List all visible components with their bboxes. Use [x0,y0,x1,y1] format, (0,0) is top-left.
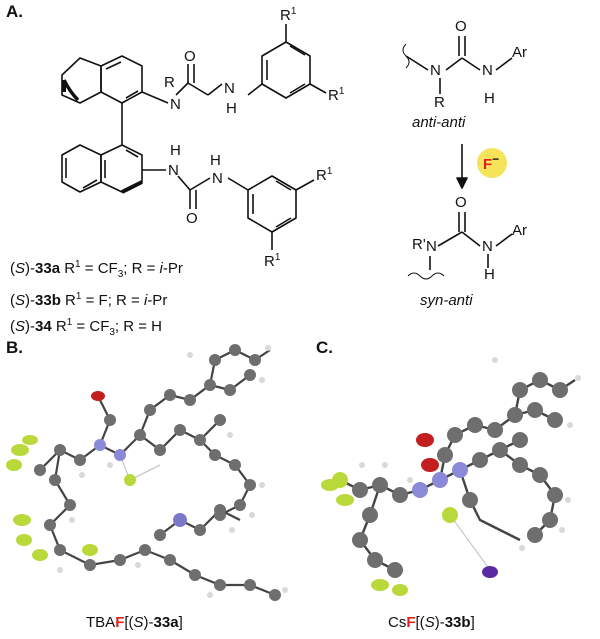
upper-aryl-ring [261,41,311,99]
atom-r1-lower-bottom: R1 [264,252,281,270]
panel-b-crystal-structure [6,344,288,601]
panel-c-crystal-structure [321,357,581,596]
compound-34: (S)-34 R1 = CF3; R = H [10,317,163,338]
conformer-syn-anti: syn-anti [420,292,473,309]
atom-n-syn: N [426,238,437,255]
compound-33b: (S)-33b R1 = F; R = i-Pr [10,291,168,309]
atoms-c [321,372,568,596]
atom-n-upper: N [170,96,181,113]
cesium-atom [482,566,498,578]
atom-ar-anti: Ar [512,44,527,61]
atom-h-upper: H [226,100,237,117]
panel-a-label: A. [6,2,23,21]
atom-o-syn: O [455,194,467,211]
lower-aryl-ring [247,175,297,233]
panel-b-caption: TBAF[(S)-33a] [86,614,183,631]
atom-n-lower-2: N [212,170,223,187]
fluoride-atom-b [124,474,136,486]
atom-r-anti: R [434,94,445,111]
atom-n-syn-2: N [482,238,493,255]
atom-n-anti: N [430,62,441,79]
compound-legend: (S)-33a R1 = CF3; R = i-Pr (S)-33b R1 = … [10,254,183,344]
panel-a-structures [61,24,513,280]
panel-c-caption: CsF[(S)-33b] [388,614,475,631]
atom-o-anti: O [455,18,467,35]
atom-n-upper-2: N [224,80,235,97]
atom-r1-right: R1 [328,86,345,104]
atom-r1-lower-right: R1 [316,166,333,184]
atom-n-lower: N [168,162,179,179]
atom-ar-syn: Ar [512,222,527,239]
atom-n-anti-2: N [482,62,493,79]
atom-r-upper: R [164,74,175,91]
lower-naphthalene-left-ring [61,144,102,193]
panel-b-label: B. [6,338,23,357]
atom-h-anti: H [484,90,495,107]
conformer-anti-anti: anti-anti [412,114,466,131]
fluoride-label: F− [483,152,500,173]
atom-o-upper: O [184,48,196,65]
panel-c-label: C. [316,338,333,357]
atom-o-lower: O [186,210,198,227]
atoms-b [6,344,281,601]
compound-33a: (S)-33a R1 = CF3; R = i-Pr [10,259,183,280]
atom-h-lower: H [170,142,181,159]
atom-r1-top: R1 [280,6,297,24]
atom-h-lower-2: H [210,152,221,169]
atom-h-syn: H [484,266,495,283]
atom-rp-syn: R' [412,236,426,253]
fluoride-atom-c [442,507,458,523]
fluoride-glow [477,148,507,178]
panel-a-labels: R N O N H R1 R1 H N O H N R1 R1 N R O N … [164,6,527,309]
